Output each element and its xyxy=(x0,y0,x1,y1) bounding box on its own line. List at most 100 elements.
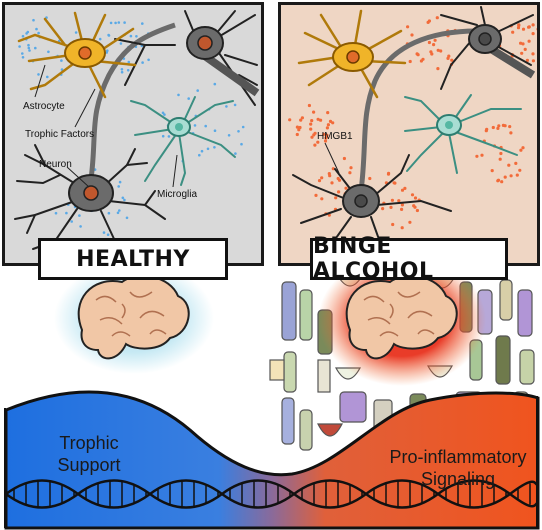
dot xyxy=(237,130,240,133)
dot xyxy=(70,220,73,223)
dot xyxy=(511,30,515,34)
dot xyxy=(193,124,197,127)
dot xyxy=(106,49,109,52)
dot xyxy=(320,197,324,201)
dot xyxy=(508,125,512,129)
dot xyxy=(521,27,526,31)
dot xyxy=(497,124,501,128)
dot xyxy=(410,193,415,197)
trophic-factors-label: Trophic Factors xyxy=(25,129,95,140)
dot xyxy=(500,180,504,184)
dot xyxy=(523,47,527,52)
dot xyxy=(387,171,391,175)
dot xyxy=(125,216,129,220)
dot xyxy=(419,59,423,63)
dot xyxy=(503,175,507,179)
dot xyxy=(300,116,304,120)
dot xyxy=(107,211,111,215)
dot xyxy=(198,153,201,157)
dot xyxy=(121,196,125,200)
dot xyxy=(328,174,332,178)
dot xyxy=(316,140,320,144)
trophic-support-text: Trophic Support xyxy=(57,433,121,475)
dot xyxy=(119,42,123,45)
dot xyxy=(117,21,121,24)
dot xyxy=(516,26,521,30)
neuron-axon xyxy=(88,22,176,180)
dot xyxy=(123,21,126,24)
dot xyxy=(531,59,535,63)
dot xyxy=(34,46,37,50)
dot xyxy=(18,45,21,48)
dot xyxy=(65,211,68,215)
dot xyxy=(525,58,529,63)
dot xyxy=(317,179,322,183)
trophic-support-label: Trophic Support xyxy=(24,432,154,476)
dot xyxy=(436,67,440,71)
dot xyxy=(427,19,431,23)
binge-brain-icon xyxy=(345,274,458,360)
dot xyxy=(116,211,120,215)
dot xyxy=(225,105,228,108)
dot xyxy=(531,23,535,27)
dot xyxy=(309,127,313,131)
dot xyxy=(413,196,418,200)
dot xyxy=(490,169,494,173)
dot xyxy=(520,51,524,55)
dot xyxy=(326,123,330,127)
microglia-label: Microglia xyxy=(157,189,198,200)
dot xyxy=(298,125,302,130)
hmgb1-dots xyxy=(288,16,537,230)
dot xyxy=(446,56,450,61)
pro-inflammatory-label: Pro-inflammatory Signaling xyxy=(380,446,536,490)
dot xyxy=(342,156,346,161)
dot xyxy=(126,69,130,72)
dot xyxy=(527,25,531,29)
dot xyxy=(521,146,525,150)
dot xyxy=(141,61,144,64)
dot xyxy=(213,129,217,132)
dot xyxy=(501,123,505,127)
dot xyxy=(410,33,414,37)
dot xyxy=(213,146,216,149)
dot xyxy=(27,43,30,47)
dot xyxy=(397,199,401,203)
dot xyxy=(330,181,334,185)
dot xyxy=(518,168,522,172)
dot xyxy=(120,70,124,74)
dot xyxy=(323,139,328,143)
dot xyxy=(167,135,171,138)
dot xyxy=(117,185,120,188)
dot xyxy=(120,68,124,71)
dot xyxy=(499,151,503,156)
dot xyxy=(391,222,395,227)
dot xyxy=(129,34,133,38)
dot xyxy=(227,134,231,137)
healthy-banner: HEALTHY xyxy=(38,238,228,280)
dot xyxy=(326,111,330,115)
hmgb1-label: HMGB1 xyxy=(317,131,353,142)
dot xyxy=(26,30,30,34)
dot xyxy=(408,59,412,64)
dot xyxy=(123,198,126,202)
dot xyxy=(406,25,410,29)
dot xyxy=(35,27,38,31)
dot xyxy=(400,203,404,207)
dot xyxy=(307,103,311,108)
dot xyxy=(37,31,40,35)
dot xyxy=(295,132,299,137)
dot xyxy=(141,22,144,25)
dot xyxy=(21,34,25,38)
pro-inflammatory-text: Pro-inflammatory Signaling xyxy=(389,447,527,489)
dot xyxy=(390,198,394,202)
dot xyxy=(309,122,313,126)
dot xyxy=(107,33,110,37)
dot xyxy=(240,142,243,146)
healthy-illustration xyxy=(14,10,260,258)
dot xyxy=(28,49,31,52)
dot xyxy=(74,31,78,34)
dot xyxy=(118,180,122,184)
dot xyxy=(79,225,82,228)
dot xyxy=(400,207,404,211)
